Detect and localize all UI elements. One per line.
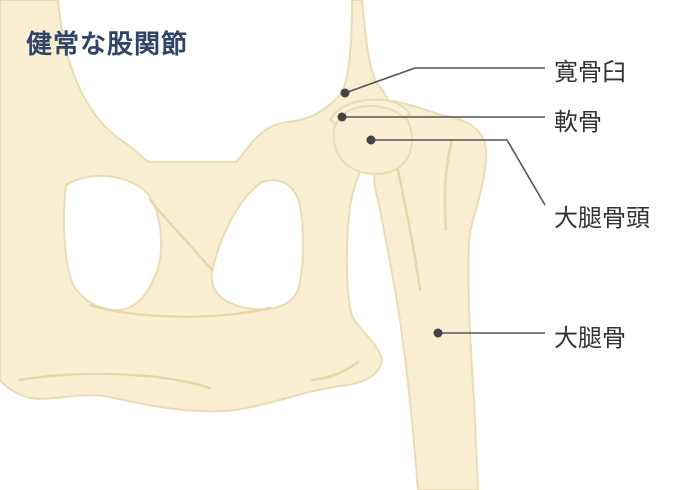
label-femoral-head: 大腿骨頭 <box>554 204 650 232</box>
left-obturator-hole <box>63 174 163 312</box>
right-obturator-hole <box>210 179 305 311</box>
femur-shading-2 <box>443 138 454 232</box>
label-femur: 大腿骨 <box>554 324 626 352</box>
leader-line-acetabulum <box>344 67 545 94</box>
label-acetabulum: 寛骨臼 <box>554 58 626 86</box>
leader-dot-femur <box>433 328 443 338</box>
pelvis-shading-2 <box>88 303 272 318</box>
femur-shading-1 <box>396 168 422 292</box>
pelvis-shading-1 <box>148 198 214 272</box>
pelvis-shading-4 <box>310 360 360 382</box>
leader-dot-cartilage <box>337 112 347 122</box>
leader-dot-femoral-head <box>366 135 376 145</box>
leader-dot-acetabulum <box>340 88 350 98</box>
label-cartilage: 軟骨 <box>554 108 602 136</box>
pelvis-shading-3 <box>18 372 212 390</box>
diagram-title: 健常な股関節 <box>26 30 189 60</box>
leader-line-femoral-head <box>371 139 546 206</box>
cartilage-band <box>328 98 412 126</box>
pelvis-bone <box>0 0 391 413</box>
